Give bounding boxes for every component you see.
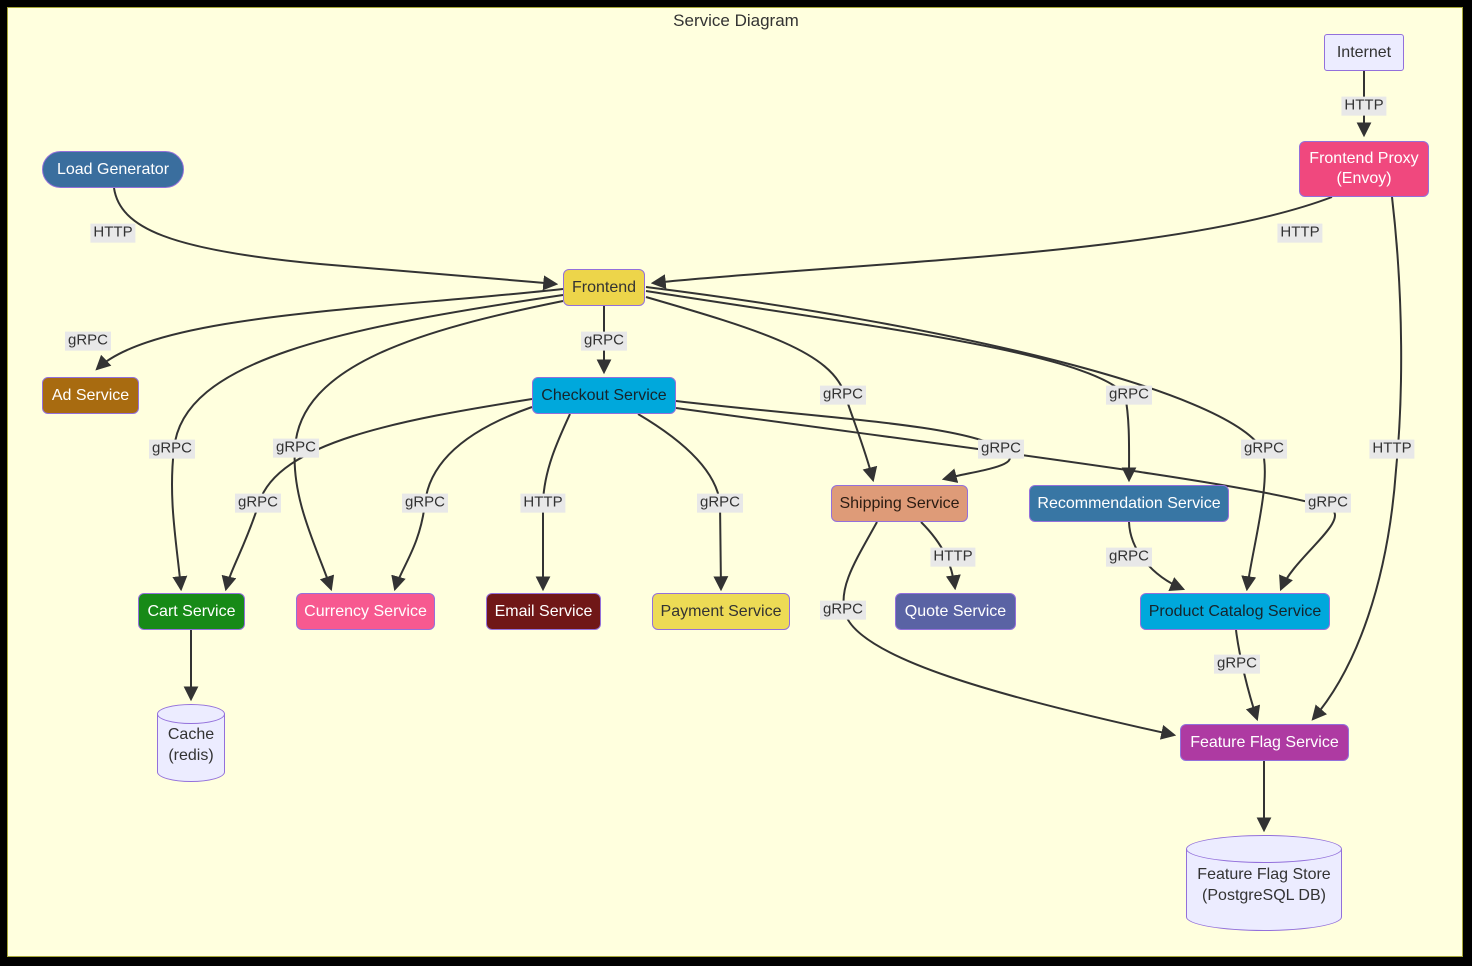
node-cart-service: Cart Service bbox=[138, 593, 245, 630]
node-cart-service-label: Cart Service bbox=[147, 602, 236, 620]
node-checkout-service-label: Checkout Service bbox=[541, 386, 667, 404]
node-internet-label: Internet bbox=[1336, 43, 1392, 61]
edge-label-checkout-to-email: HTTP bbox=[520, 493, 566, 513]
edge-checkout-to-product-catalog bbox=[675, 407, 1336, 592]
cache-cylinder-body bbox=[157, 714, 225, 772]
node-frontend: Frontend bbox=[563, 269, 645, 306]
edge-label-checkout-to-cart: gRPC bbox=[234, 493, 282, 513]
diagram-title: Service Diagram bbox=[673, 11, 799, 30]
edge-label-recommendation-to-product-catalog: gRPC bbox=[1105, 547, 1153, 567]
edge-label-checkout-to-product-catalog: gRPC bbox=[1304, 493, 1352, 513]
edge-label-frontend-to-checkout: gRPC bbox=[580, 331, 628, 351]
node-frontend-label: Frontend bbox=[571, 278, 637, 296]
edge-label-checkout-to-shipping: gRPC bbox=[977, 439, 1025, 459]
node-recommendation-service-label: Recommendation Service bbox=[1037, 494, 1221, 512]
edge-label-shipping-to-feature-flag: gRPC bbox=[819, 600, 867, 620]
node-product-catalog-service-label: Product Catalog Service bbox=[1148, 602, 1322, 620]
node-frontend-proxy: Frontend Proxy (Envoy) bbox=[1299, 141, 1429, 197]
edge-label-checkout-to-currency: gRPC bbox=[401, 493, 449, 513]
node-load-generator: Load Generator bbox=[42, 151, 184, 188]
edge-label-frontend-to-recommendation: gRPC bbox=[1105, 385, 1153, 405]
node-load-generator-label: Load Generator bbox=[56, 160, 170, 178]
node-feature-flag-service: Feature Flag Service bbox=[1180, 724, 1349, 761]
node-currency-service: Currency Service bbox=[296, 593, 435, 630]
edge-frontend-to-currency bbox=[293, 300, 564, 592]
edge-frontend-to-ad bbox=[95, 288, 564, 371]
edge-label-frontend-to-ad: gRPC bbox=[64, 331, 112, 351]
store-cylinder-top bbox=[1186, 835, 1342, 863]
node-cache-label-line1: Cache bbox=[167, 726, 215, 744]
edge-proxy-to-feature-flag bbox=[1311, 196, 1403, 721]
edge-frontend-to-recommendation bbox=[645, 290, 1137, 483]
node-product-catalog-service: Product Catalog Service bbox=[1140, 593, 1330, 630]
node-email-service-label: Email Service bbox=[494, 602, 593, 620]
node-email-service: Email Service bbox=[486, 593, 601, 630]
diagram-canvas bbox=[7, 7, 1463, 957]
node-shipping-service: Shipping Service bbox=[831, 485, 968, 522]
node-feature-flag-store: Feature Flag Store (PostgreSQL DB) bbox=[1186, 835, 1342, 931]
node-internet: Internet bbox=[1324, 34, 1404, 71]
node-frontend-proxy-label-line2: (Envoy) bbox=[1336, 170, 1392, 187]
edge-label-frontend-to-cart: gRPC bbox=[148, 439, 196, 459]
edge-label-frontend-to-currency: gRPC bbox=[272, 438, 320, 458]
node-payment-service-label: Payment Service bbox=[660, 602, 782, 620]
node-feature-flag-store-label-line1: Feature Flag Store bbox=[1197, 866, 1331, 884]
edge-label-proxy-to-frontend: HTTP bbox=[1277, 223, 1323, 243]
edge-load-generator-to-frontend bbox=[113, 187, 559, 291]
edge-frontend-to-product-catalog bbox=[645, 286, 1266, 592]
edge-frontend-to-cart bbox=[171, 294, 564, 592]
node-ad-service: Ad Service bbox=[42, 377, 139, 414]
node-payment-service: Payment Service bbox=[652, 593, 790, 630]
node-feature-flag-service-label: Feature Flag Service bbox=[1190, 733, 1339, 751]
edge-label-shipping-to-quote: HTTP bbox=[930, 547, 976, 567]
edge-proxy-to-frontend bbox=[650, 196, 1333, 290]
node-cache-redis: Cache (redis) bbox=[157, 704, 225, 782]
edge-label-product-catalog-to-feature-flag: gRPC bbox=[1213, 654, 1261, 674]
edge-frontend-to-shipping bbox=[645, 296, 878, 483]
node-cache-label-line2: (redis) bbox=[168, 747, 214, 764]
node-ad-service-label: Ad Service bbox=[51, 386, 130, 404]
edge-checkout-to-cart bbox=[221, 398, 533, 592]
edge-label-frontend-to-product-catalog: gRPC bbox=[1240, 439, 1288, 459]
node-shipping-service-label: Shipping Service bbox=[839, 494, 960, 512]
edge-label-proxy-to-feature-flag: HTTP bbox=[1369, 439, 1415, 459]
node-quote-service-label: Quote Service bbox=[904, 602, 1007, 620]
edge-label-frontend-to-shipping: gRPC bbox=[819, 385, 867, 405]
edge-label-checkout-to-payment: gRPC bbox=[696, 493, 744, 513]
edge-shipping-to-feature-flag bbox=[842, 521, 1177, 740]
edge-label-load-generator-to-frontend: HTTP bbox=[90, 223, 136, 243]
edge-product-catalog-to-feature-flag bbox=[1235, 629, 1261, 722]
node-currency-service-label: Currency Service bbox=[304, 602, 427, 620]
cache-cylinder-top bbox=[157, 704, 225, 724]
node-frontend-proxy-label-line1: Frontend Proxy bbox=[1309, 150, 1419, 167]
node-recommendation-service: Recommendation Service bbox=[1029, 485, 1229, 522]
node-checkout-service: Checkout Service bbox=[532, 377, 676, 414]
node-quote-service: Quote Service bbox=[895, 593, 1016, 630]
node-feature-flag-store-label-line2: (PostgreSQL DB) bbox=[1202, 887, 1326, 904]
edge-checkout-to-shipping bbox=[675, 400, 1011, 483]
edge-label-internet-to-proxy: HTTP bbox=[1341, 96, 1387, 116]
